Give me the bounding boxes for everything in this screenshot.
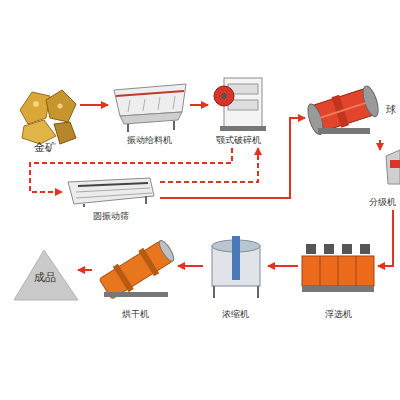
equipment-node: 颚式破碎机 — [208, 70, 268, 148]
flow-arrow — [379, 140, 381, 150]
equipment-node: 浮选机 — [298, 238, 378, 322]
equipment-label: 颚式破碎机 — [216, 135, 261, 146]
product-pile — [14, 250, 78, 300]
gold-ore-picture — [20, 90, 76, 144]
flow-arrow — [268, 265, 298, 267]
classifier-picture — [386, 150, 400, 184]
jaw-crusher-picture — [214, 78, 266, 131]
equipment-node: 振动给料机 — [108, 80, 190, 148]
equipment-label: 成品 — [34, 271, 56, 284]
equipment-label: 浓缩机 — [222, 309, 249, 320]
equipment-label: 分级机 — [369, 197, 396, 208]
equipment-node: 球 — [305, 80, 398, 140]
dryer-base — [104, 292, 168, 297]
vibrating-feeder-picture — [114, 84, 186, 132]
equipment-label: 圆振动筛 — [93, 211, 129, 222]
equipment-node: 圆振动筛 — [62, 172, 160, 224]
equipment-label: 振动给料机 — [127, 135, 172, 146]
equipment-node: 烘干机 — [92, 238, 178, 322]
equipment-label: 烘干机 — [122, 309, 149, 320]
equipment-label: 浮选机 — [325, 309, 352, 320]
flow-arrow — [160, 118, 305, 198]
flow-arrow — [160, 148, 258, 182]
equipment-label: 金矿 — [34, 141, 56, 154]
flow-arrow — [190, 104, 208, 106]
equipment-node: 分级机 — [352, 150, 398, 210]
flow-arrow — [178, 265, 203, 267]
equipment-node: 浓缩机 — [203, 234, 268, 322]
flow-arrow — [30, 148, 232, 192]
equipment-node: 成品 — [12, 248, 78, 302]
thickener-picture — [212, 236, 260, 298]
equipment-label: 球 — [386, 104, 396, 116]
dryer-picture — [98, 236, 178, 302]
ball-mill-picture — [305, 84, 381, 136]
vibrating-screen-picture — [68, 178, 154, 207]
ball-mill-base — [318, 128, 370, 134]
flotation-picture — [302, 244, 374, 292]
flow-arrow — [78, 269, 92, 271]
flow-arrow — [80, 104, 108, 106]
equipment-node: 金矿 — [10, 84, 80, 156]
flow-arrow — [378, 210, 393, 266]
